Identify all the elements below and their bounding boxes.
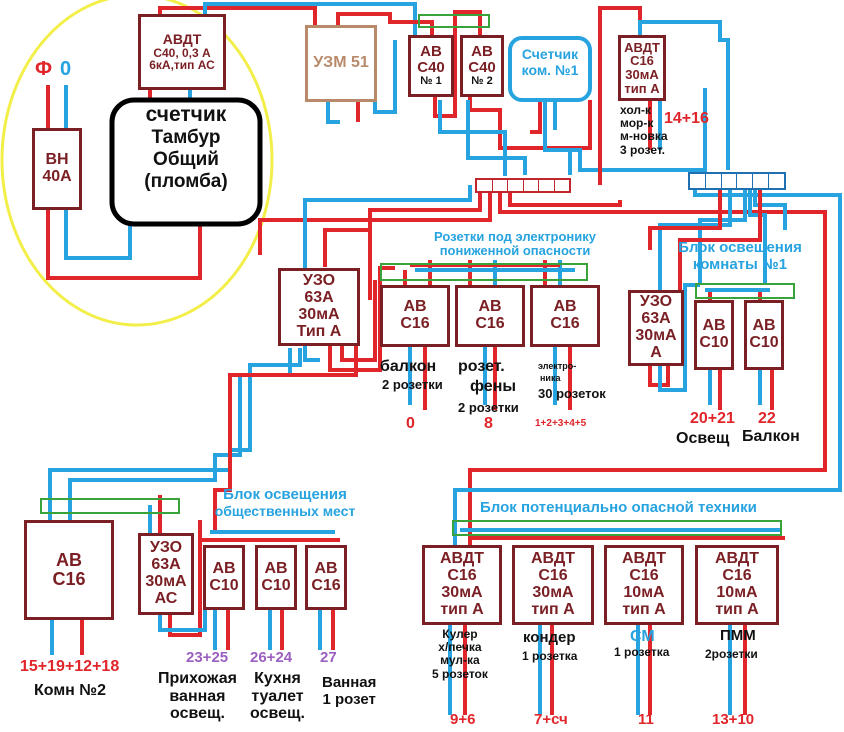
elec-label-1: электро-	[538, 361, 577, 371]
bus-public-light	[40, 498, 180, 514]
sm-label-1: СМ	[630, 628, 655, 645]
elec-label-2: ника	[540, 373, 561, 383]
common-meter-text: счетчик Тамбур Общий (пломба)	[144, 103, 228, 192]
danger-title: Блок потенциально опасной техники	[480, 499, 757, 516]
neutral-label: 0	[60, 58, 72, 80]
elec-sub: 30 розеток	[538, 386, 606, 401]
cond-label-1: кондер	[523, 629, 576, 646]
sm-label-2: 1 розетка	[614, 645, 670, 659]
bus-room-light	[695, 283, 795, 299]
balcony-label: балкон	[380, 358, 437, 375]
kitchen-num: 26+24	[250, 649, 293, 666]
pmm-label-2: 2розетки	[705, 647, 758, 661]
sm-num: 11	[638, 711, 654, 728]
room-light-num: 20+21	[690, 410, 735, 427]
terminal-phase-strip	[475, 178, 571, 193]
bus-low-danger	[380, 263, 588, 281]
hall-num: 23+25	[186, 649, 229, 666]
room-light-label: Освещ	[676, 430, 730, 447]
room2-label: Комн №2	[34, 682, 107, 699]
bus-av40	[418, 14, 490, 28]
cond-label-2: 1 розетка	[522, 649, 578, 663]
highlight-ellipse	[0, 0, 274, 327]
fridge-num: 14+16	[664, 110, 709, 127]
room-meter-text: Счетчик ком. №1	[521, 46, 579, 79]
balcony-sub: 2 розетки	[382, 377, 443, 392]
pmm-label-1: ПММ	[720, 627, 756, 644]
fen-label-2: фены	[470, 378, 517, 395]
room-balcony-num: 22	[758, 410, 776, 427]
phase-label: Ф	[35, 58, 53, 80]
fen-label-1: розет.	[458, 358, 505, 375]
bus-danger	[452, 520, 782, 536]
fen-sub: 2 розетки	[458, 400, 519, 415]
balcony-num: 0	[406, 415, 415, 432]
fen-num: 8	[484, 415, 493, 432]
bath-num: 27	[320, 649, 337, 666]
terminal-neutral-strip	[688, 172, 786, 190]
room2-num: 15+19+12+18	[20, 658, 120, 675]
room-meter-box	[508, 36, 592, 102]
pmm-num: 13+10	[712, 711, 755, 728]
cond-num: 7+сч	[534, 711, 568, 728]
elec-num: 1+2+3+4+5	[535, 418, 587, 429]
common-meter-box	[109, 97, 263, 227]
cooler-num: 9+6	[450, 711, 476, 728]
uzm51-relay: УЗМ 51	[305, 25, 377, 102]
room-balcony-label: Балкон	[742, 428, 800, 445]
